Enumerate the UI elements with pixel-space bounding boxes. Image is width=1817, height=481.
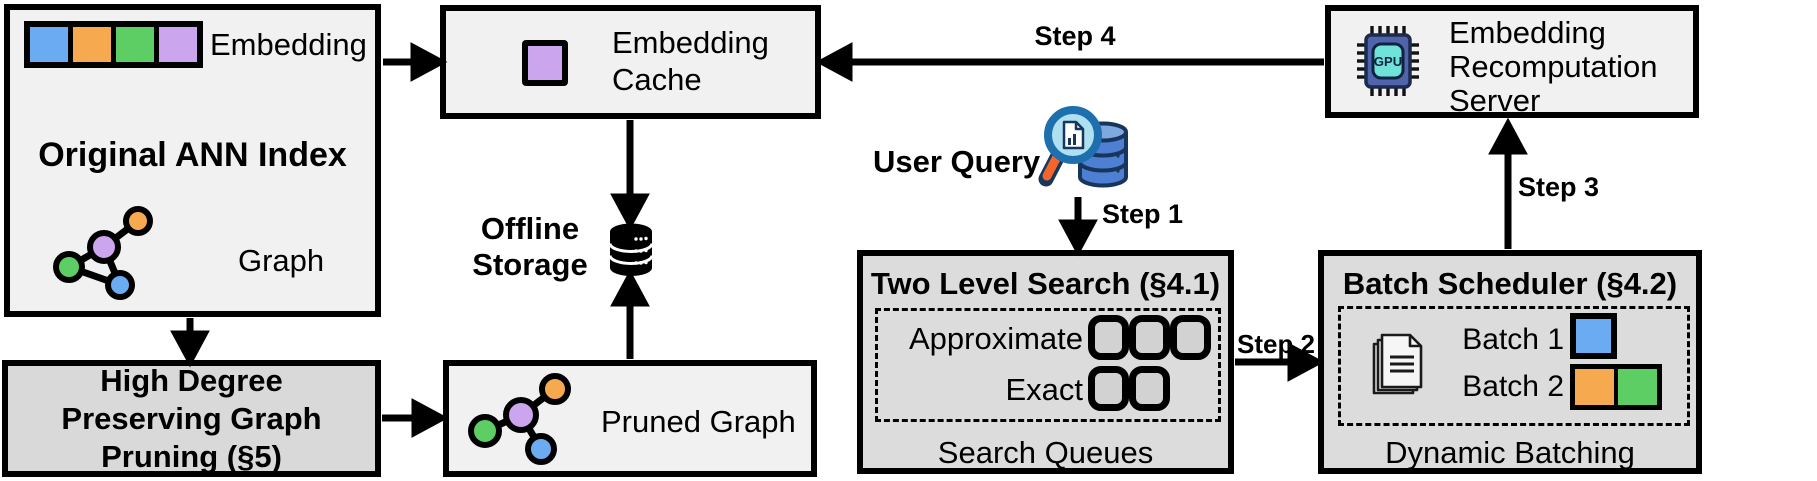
arrow-step4-server-to-cache: [815, 42, 1324, 82]
queue-slot: [1129, 366, 1170, 411]
batch2-label: Batch 2: [1462, 370, 1564, 403]
queue-slot: [1088, 315, 1129, 360]
step3-label: Step 3: [1518, 172, 1600, 202]
embedding-cell-purple: [159, 27, 197, 62]
batch1-label: Batch 1: [1462, 323, 1564, 356]
gpu-label: GPU: [1374, 54, 1402, 69]
documents-icon: [1372, 333, 1423, 395]
step1-label: Step 1: [1102, 199, 1184, 229]
ann-index-title: Original ANN Index: [38, 136, 347, 174]
queue-slot: [1088, 366, 1129, 411]
batch2-squares: [1570, 364, 1662, 410]
step2-label: Step 2: [1236, 329, 1316, 359]
batch2-square-orange: [1575, 369, 1614, 405]
batch-scheduler-title: Batch Scheduler (§4.2): [1342, 266, 1678, 301]
pruned-graph-icon: [468, 373, 571, 465]
queue-slot: [1170, 315, 1211, 360]
two-level-search-box: Two Level Search (§4.1) Approximate Exac…: [857, 250, 1234, 474]
embedding-label: Embedding: [210, 27, 367, 62]
original-graph-icon: [53, 206, 153, 300]
batch-scheduler-box: Batch Scheduler (§4.2) Batch 1 Batch 2: [1318, 250, 1702, 474]
arrow-pruned-graph-to-storage: [610, 269, 650, 359]
batch1-square-blue: [1570, 313, 1617, 359]
original-ann-index-box: Embedding Original ANN Index Graph: [4, 4, 381, 317]
embedding-vector-icon: [24, 21, 203, 68]
exact-queue-slots: [1088, 366, 1170, 411]
search-queues-panel: Approximate Exact: [875, 308, 1221, 422]
arrow-cache-to-storage: [610, 120, 650, 231]
dynamic-batching-label: Dynamic Batching: [1385, 435, 1635, 470]
pruned-graph-box: Pruned Graph: [443, 360, 817, 477]
arrow-ann-to-cache: [383, 42, 448, 82]
user-query-label: User Query: [873, 144, 1041, 179]
embedding-cell-orange: [73, 27, 111, 62]
dynamic-batching-panel: Batch 1 Batch 2: [1338, 306, 1690, 426]
pruned-graph-title: Pruned Graph: [601, 404, 796, 439]
graph-label: Graph: [238, 243, 325, 278]
offline-storage-label: Offline Storage: [472, 211, 588, 282]
two-level-search-title: Two Level Search (§4.1): [870, 266, 1221, 301]
approximate-label: Approximate: [908, 321, 1083, 356]
user-query-icon: [1038, 106, 1128, 188]
approximate-queue-slots: [1088, 315, 1211, 360]
batch2-square-green: [1618, 369, 1657, 405]
arrow-ann-to-pruning: [170, 318, 210, 368]
embedding-cell-blue: [30, 27, 68, 62]
queue-slot: [1129, 315, 1170, 360]
embedding-cell-green: [116, 27, 154, 62]
cached-embedding-square: [522, 40, 568, 86]
arrow-pruning-to-pruned-graph: [382, 398, 449, 438]
embedding-cache-box: Embedding Cache: [440, 5, 821, 119]
offline-storage-database-icon: [608, 223, 654, 276]
gpu-chip-icon: GPU: [1357, 26, 1419, 96]
graph-pruning-title: High Degree Preserving Graph Pruning (§5…: [61, 362, 322, 474]
embedding-cache-title: Embedding Cache: [612, 25, 769, 97]
step4-label: Step 4: [1034, 21, 1116, 51]
search-queues-label: Search Queues: [937, 435, 1154, 470]
arrow-step1-query-to-search: [1058, 197, 1098, 257]
recomputation-server-title: Embedding Recomputation Server: [1449, 15, 1658, 118]
recomputation-server-box: GPU Embedding Recomputation Server: [1325, 5, 1699, 118]
exact-label: Exact: [1005, 372, 1083, 407]
graph-pruning-box: High Degree Preserving Graph Pruning (§5…: [2, 360, 381, 477]
